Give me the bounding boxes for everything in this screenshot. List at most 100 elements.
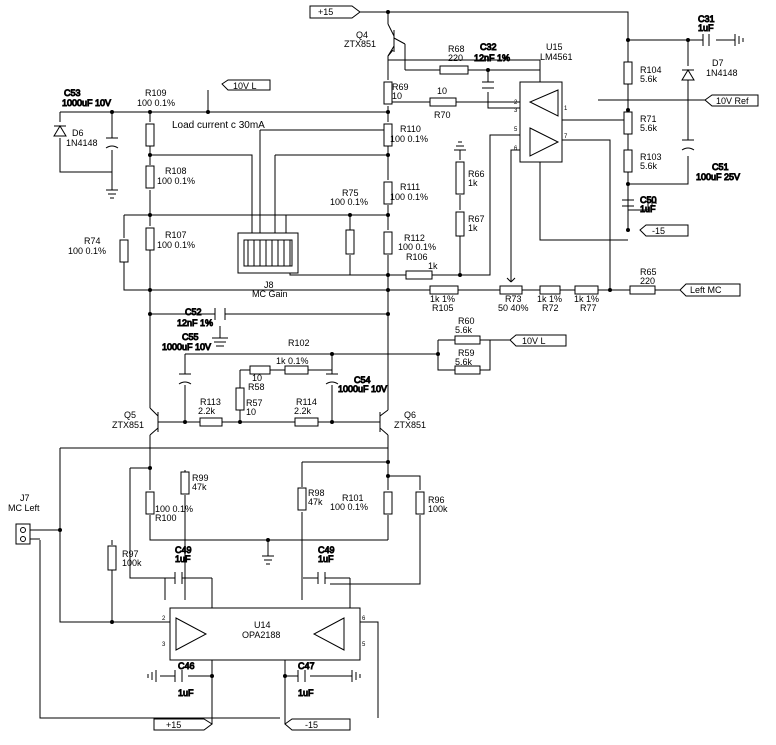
svg-text:1: 1 [564, 106, 568, 112]
svg-text:R99: R99 [192, 473, 209, 483]
svg-text:C47: C47 [298, 661, 315, 671]
svg-text:1000uF 10V: 1000uF 10V [338, 384, 387, 394]
svg-text:1uF: 1uF [298, 688, 314, 698]
svg-text:LM4561: LM4561 [540, 52, 573, 62]
svg-text:R105: R105 [432, 303, 454, 313]
net-flag-neg15-right: -15 [639, 224, 689, 237]
svg-text:1k 1%: 1k 1% [574, 294, 599, 304]
svg-text:R60: R60 [458, 316, 475, 326]
svg-text:100k: 100k [428, 504, 448, 514]
svg-text:C46: C46 [178, 661, 195, 671]
svg-text:5.6k: 5.6k [640, 123, 658, 133]
svg-text:1N4148: 1N4148 [66, 138, 98, 148]
ground-symbols [106, 34, 744, 682]
svg-text:1uF: 1uF [640, 204, 656, 214]
svg-text:D6: D6 [72, 128, 84, 138]
svg-text:10: 10 [246, 407, 256, 417]
svg-text:220: 220 [640, 276, 655, 286]
svg-text:47k: 47k [192, 482, 207, 492]
svg-text:R114: R114 [296, 397, 317, 407]
net-flag-10vl-top: 10V L [221, 79, 271, 91]
wires [39, 11, 735, 724]
svg-text:12nF 1%: 12nF 1% [177, 318, 213, 328]
svg-text:1uF: 1uF [178, 688, 194, 698]
svg-text:Q5: Q5 [124, 410, 136, 420]
svg-text:5.6k: 5.6k [640, 161, 658, 171]
svg-text:3: 3 [514, 108, 518, 114]
svg-text:100uF 25V: 100uF 25V [696, 172, 740, 182]
svg-text:U15: U15 [546, 42, 563, 52]
svg-text:C52: C52 [185, 307, 202, 317]
net-label: +15 [166, 720, 181, 730]
svg-text:J7: J7 [20, 493, 30, 503]
svg-text:R107: R107 [165, 230, 187, 240]
svg-text:50 40%: 50 40% [498, 303, 529, 313]
svg-text:C50: C50 [640, 195, 657, 205]
net-flag-10vl-mid: 10V L [509, 334, 567, 347]
load-current-note: Load current c 30mA [172, 120, 265, 131]
svg-text:R71: R71 [640, 114, 657, 124]
svg-text:7: 7 [564, 134, 568, 140]
svg-text:R68: R68 [448, 44, 465, 54]
svg-text:6: 6 [514, 146, 518, 152]
svg-text:ZTX851: ZTX851 [344, 39, 376, 49]
svg-text:R66: R66 [468, 169, 485, 179]
svg-text:1000uF 10V: 1000uF 10V [62, 98, 111, 108]
resistor-r105: 1k 1%R105 [429, 285, 459, 313]
svg-text:5: 5 [362, 642, 366, 648]
svg-text:1k 1%: 1k 1% [430, 294, 455, 304]
svg-text:12nF 1%: 12nF 1% [474, 53, 510, 63]
svg-text:1uF: 1uF [175, 554, 191, 564]
svg-text:1k: 1k [468, 178, 478, 188]
capacitor-c46: C46 1uF [174, 661, 195, 699]
net-label: 10V L [522, 336, 546, 346]
svg-text:R106: R106 [406, 252, 428, 262]
net-label: -15 [305, 720, 318, 730]
net-label: -15 [652, 226, 665, 236]
svg-text:R112: R112 [404, 233, 425, 243]
svg-text:R65: R65 [640, 267, 657, 277]
svg-text:R111: R111 [400, 182, 420, 192]
svg-text:6: 6 [362, 616, 366, 622]
svg-text:R109: R109 [145, 88, 167, 98]
svg-text:R72: R72 [542, 303, 559, 313]
svg-text:R97: R97 [122, 549, 139, 559]
svg-text:2: 2 [162, 616, 166, 622]
svg-text:10: 10 [252, 373, 262, 383]
svg-text:MC Gain: MC Gain [252, 289, 288, 299]
svg-text:3: 3 [162, 642, 166, 648]
svg-text:1uF: 1uF [698, 23, 714, 33]
svg-text:Q4: Q4 [356, 30, 368, 40]
net-label: 10V L [233, 81, 257, 91]
svg-text:5: 5 [514, 127, 518, 133]
svg-text:2: 2 [514, 100, 518, 106]
svg-text:R104: R104 [640, 65, 662, 75]
